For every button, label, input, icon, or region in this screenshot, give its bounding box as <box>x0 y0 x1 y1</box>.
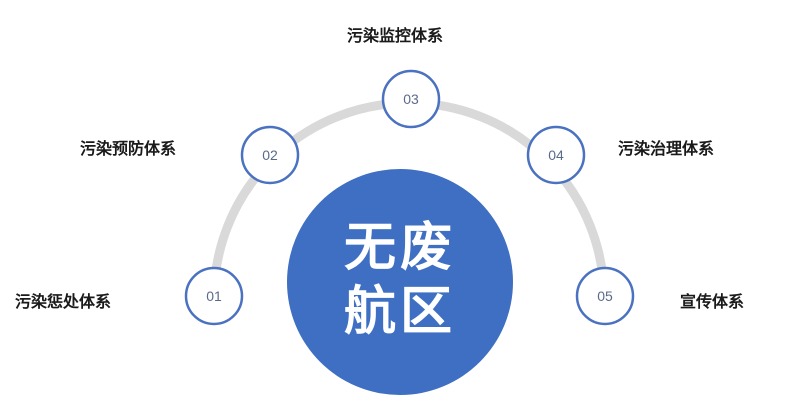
node-03: 03 <box>381 69 441 129</box>
node-05: 05 <box>575 266 635 326</box>
node-label-05: 宣传体系 <box>680 292 745 311</box>
center-title-line1: 无废 <box>343 218 456 278</box>
node-01: 01 <box>184 266 244 326</box>
node-number: 01 <box>206 288 222 304</box>
node-02: 02 <box>240 125 300 185</box>
node-label-01: 污染惩处体系 <box>15 292 112 311</box>
node-number: 05 <box>597 288 613 304</box>
node-number: 04 <box>548 147 564 163</box>
node-label-02: 污染预防体系 <box>80 139 177 158</box>
center-circle <box>287 169 513 395</box>
node-04: 04 <box>526 125 586 185</box>
node-label-04: 污染治理体系 <box>618 139 715 158</box>
node-label-03: 污染监控体系 <box>347 26 444 45</box>
node-number: 02 <box>262 147 278 163</box>
node-number: 03 <box>403 91 419 107</box>
center-title-line2: 航区 <box>343 282 456 342</box>
